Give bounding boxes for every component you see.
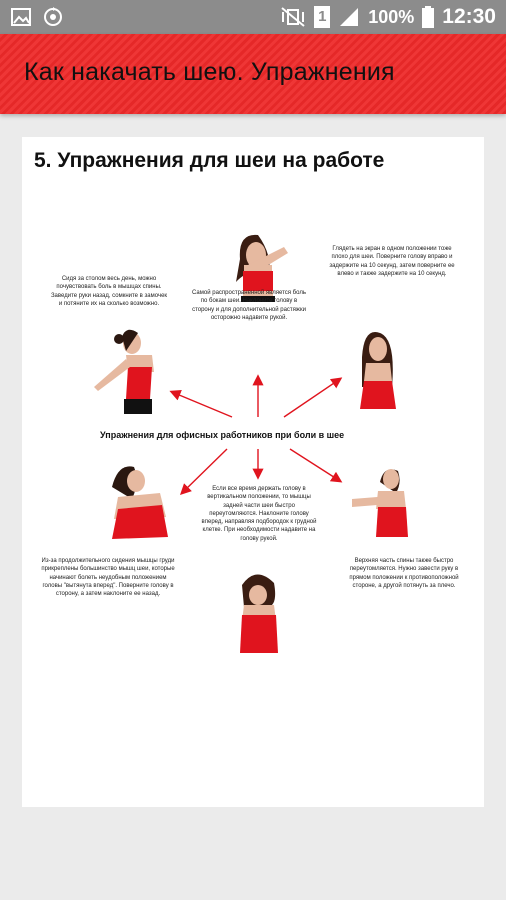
app-title: Как накачать шею. Упражнения xyxy=(24,58,395,86)
person-chin-down-icon xyxy=(240,574,278,653)
battery-icon xyxy=(422,6,435,28)
infographic xyxy=(94,234,408,653)
sim-badge: 1 xyxy=(318,8,327,25)
sim-icon: 1 xyxy=(314,6,331,28)
person-head-back-icon xyxy=(112,466,168,539)
note-head-turn: Глядеть на экран в одном положении тоже … xyxy=(329,246,455,277)
note-arms-back: Сидя за столом весь день, можно почувств… xyxy=(50,276,168,307)
vibrate-mute-icon xyxy=(281,7,305,27)
app-bar: Как накачать шею. Упражнения xyxy=(0,34,506,114)
status-bar: 1 100% 12:30 xyxy=(0,0,506,34)
gallery-icon xyxy=(11,8,31,26)
note-arm-cross: Верхняя часть спины также быстро переуто… xyxy=(349,558,459,589)
arrows xyxy=(169,374,343,495)
infographic-center-label: Упражнения для офисных работников при бо… xyxy=(100,430,345,440)
content-card: 5. Упражнения для шеи на работе Сидя за … xyxy=(22,137,484,807)
person-arms-back-stretch-icon xyxy=(94,329,154,414)
sync-icon xyxy=(44,7,62,26)
battery-percent: 100% xyxy=(368,6,415,27)
person-arm-cross-stretch-icon xyxy=(352,469,408,537)
clock: 12:30 xyxy=(442,5,496,28)
section-title: 5. Упражнения для шеи на работе xyxy=(34,149,385,172)
note-head-back: Из-за продолжительного сидения мышцы гру… xyxy=(41,558,175,598)
note-side-neck: Самой распространенной является боль по … xyxy=(192,290,306,321)
signal-icon xyxy=(340,8,359,26)
person-neck-side-stretch-icon xyxy=(236,234,288,302)
note-chin-down: Если все время держать голову в вертикал… xyxy=(201,486,317,542)
person-head-turn-icon xyxy=(360,332,396,409)
